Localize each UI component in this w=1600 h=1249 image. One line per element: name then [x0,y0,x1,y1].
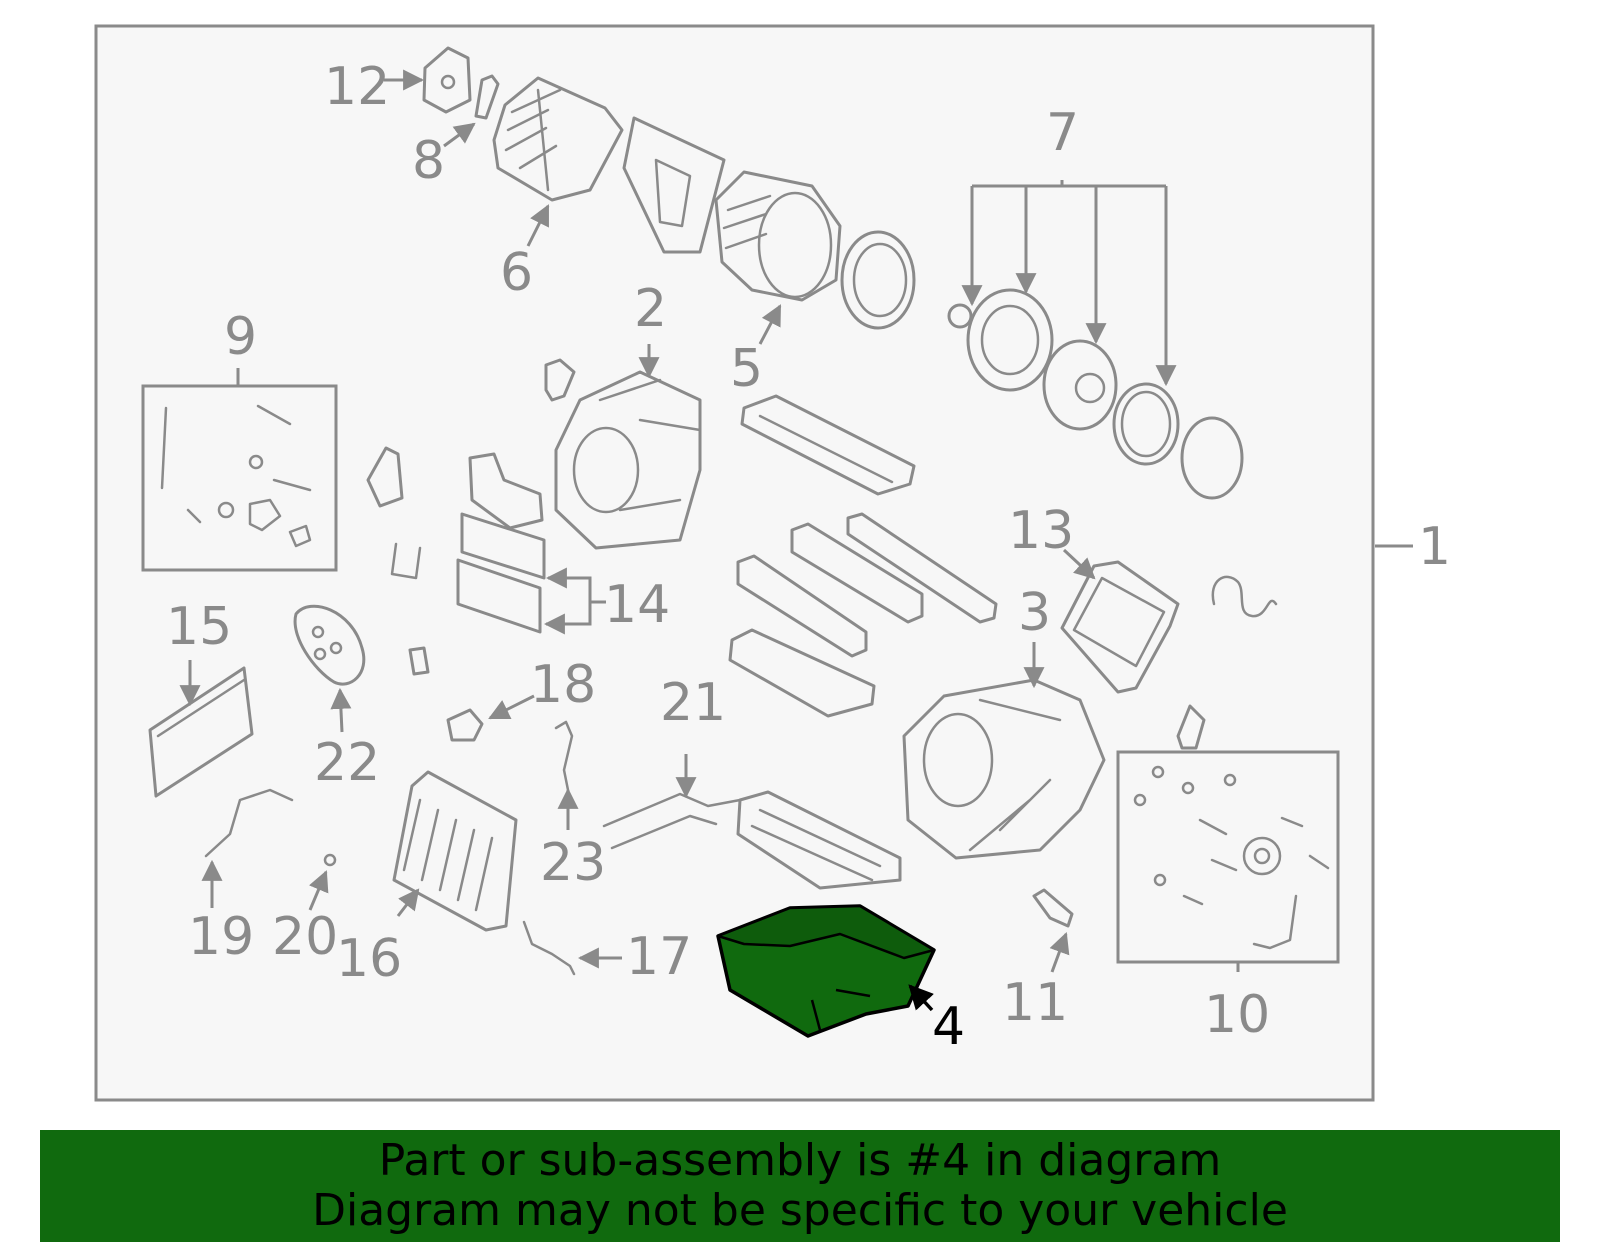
part-3 [902,678,1106,860]
callout-14: 14 [604,575,670,635]
part-clip-small [408,646,430,676]
callout-labels: 1 2 3 4 5 6 7 8 9 10 11 12 13 14 15 16 1… [166,57,1451,1057]
part-4-highlighted [716,904,936,1038]
part-8 [474,74,500,120]
callout-10: 10 [1204,985,1270,1045]
part-grille-b [736,554,868,658]
part-heater-tray [728,628,876,718]
part-18 [446,708,484,742]
part-2-doors [468,452,544,530]
callout-3: 3 [1018,583,1051,643]
callout-17: 17 [626,927,692,987]
info-banner: Part or sub-assembly is #4 in diagram Di… [40,1130,1560,1242]
part-7 [947,288,1244,500]
callout-9: 9 [224,307,257,367]
callout-22: 22 [314,733,380,793]
part-19 [204,788,294,858]
part-13 [1060,560,1180,694]
part-16 [392,770,518,932]
part-filter-cover [622,116,726,254]
part-strip-long [846,512,998,624]
part-seal-right [1176,704,1206,750]
part-20 [323,853,337,867]
callout-16: 16 [336,929,402,989]
part-grille-a [790,522,924,624]
part-clip-u [390,542,422,580]
callout-7: 7 [1046,103,1079,163]
part-14 [456,512,546,634]
part-17 [522,920,576,976]
callout-1: 1 [1418,517,1451,577]
part-fan-ring [840,230,916,330]
part-6 [492,76,624,202]
part-15 [148,666,254,798]
part-11 [1032,888,1074,928]
callout-21: 21 [660,673,726,733]
part-12 [422,46,472,114]
callout-2: 2 [634,279,667,339]
callout-23: 23 [540,833,606,893]
part-5 [714,170,842,302]
callout-13: 13 [1008,501,1074,561]
box-10 [1116,750,1340,964]
callout-19: 19 [188,907,254,967]
callout-5: 5 [730,339,763,399]
part-hose [1211,575,1278,618]
callout-18: 18 [530,655,596,715]
leader-lines [179,69,1413,1012]
part-21 [602,790,902,890]
callout-8: 8 [412,131,445,191]
part-23 [554,720,574,792]
callout-4: 4 [932,997,965,1057]
callout-12: 12 [324,57,390,117]
callout-15: 15 [166,597,232,657]
part-tray-upper [740,394,916,496]
callout-20: 20 [272,907,338,967]
callout-6: 6 [500,243,533,303]
part-bracket [366,446,404,508]
part-22 [293,604,366,686]
callout-11: 11 [1002,973,1068,1033]
banner-line-2: Diagram may not be specific to your vehi… [312,1185,1288,1236]
part-2 [544,358,702,550]
banner-line-1: Part or sub-assembly is #4 in diagram [378,1135,1222,1186]
